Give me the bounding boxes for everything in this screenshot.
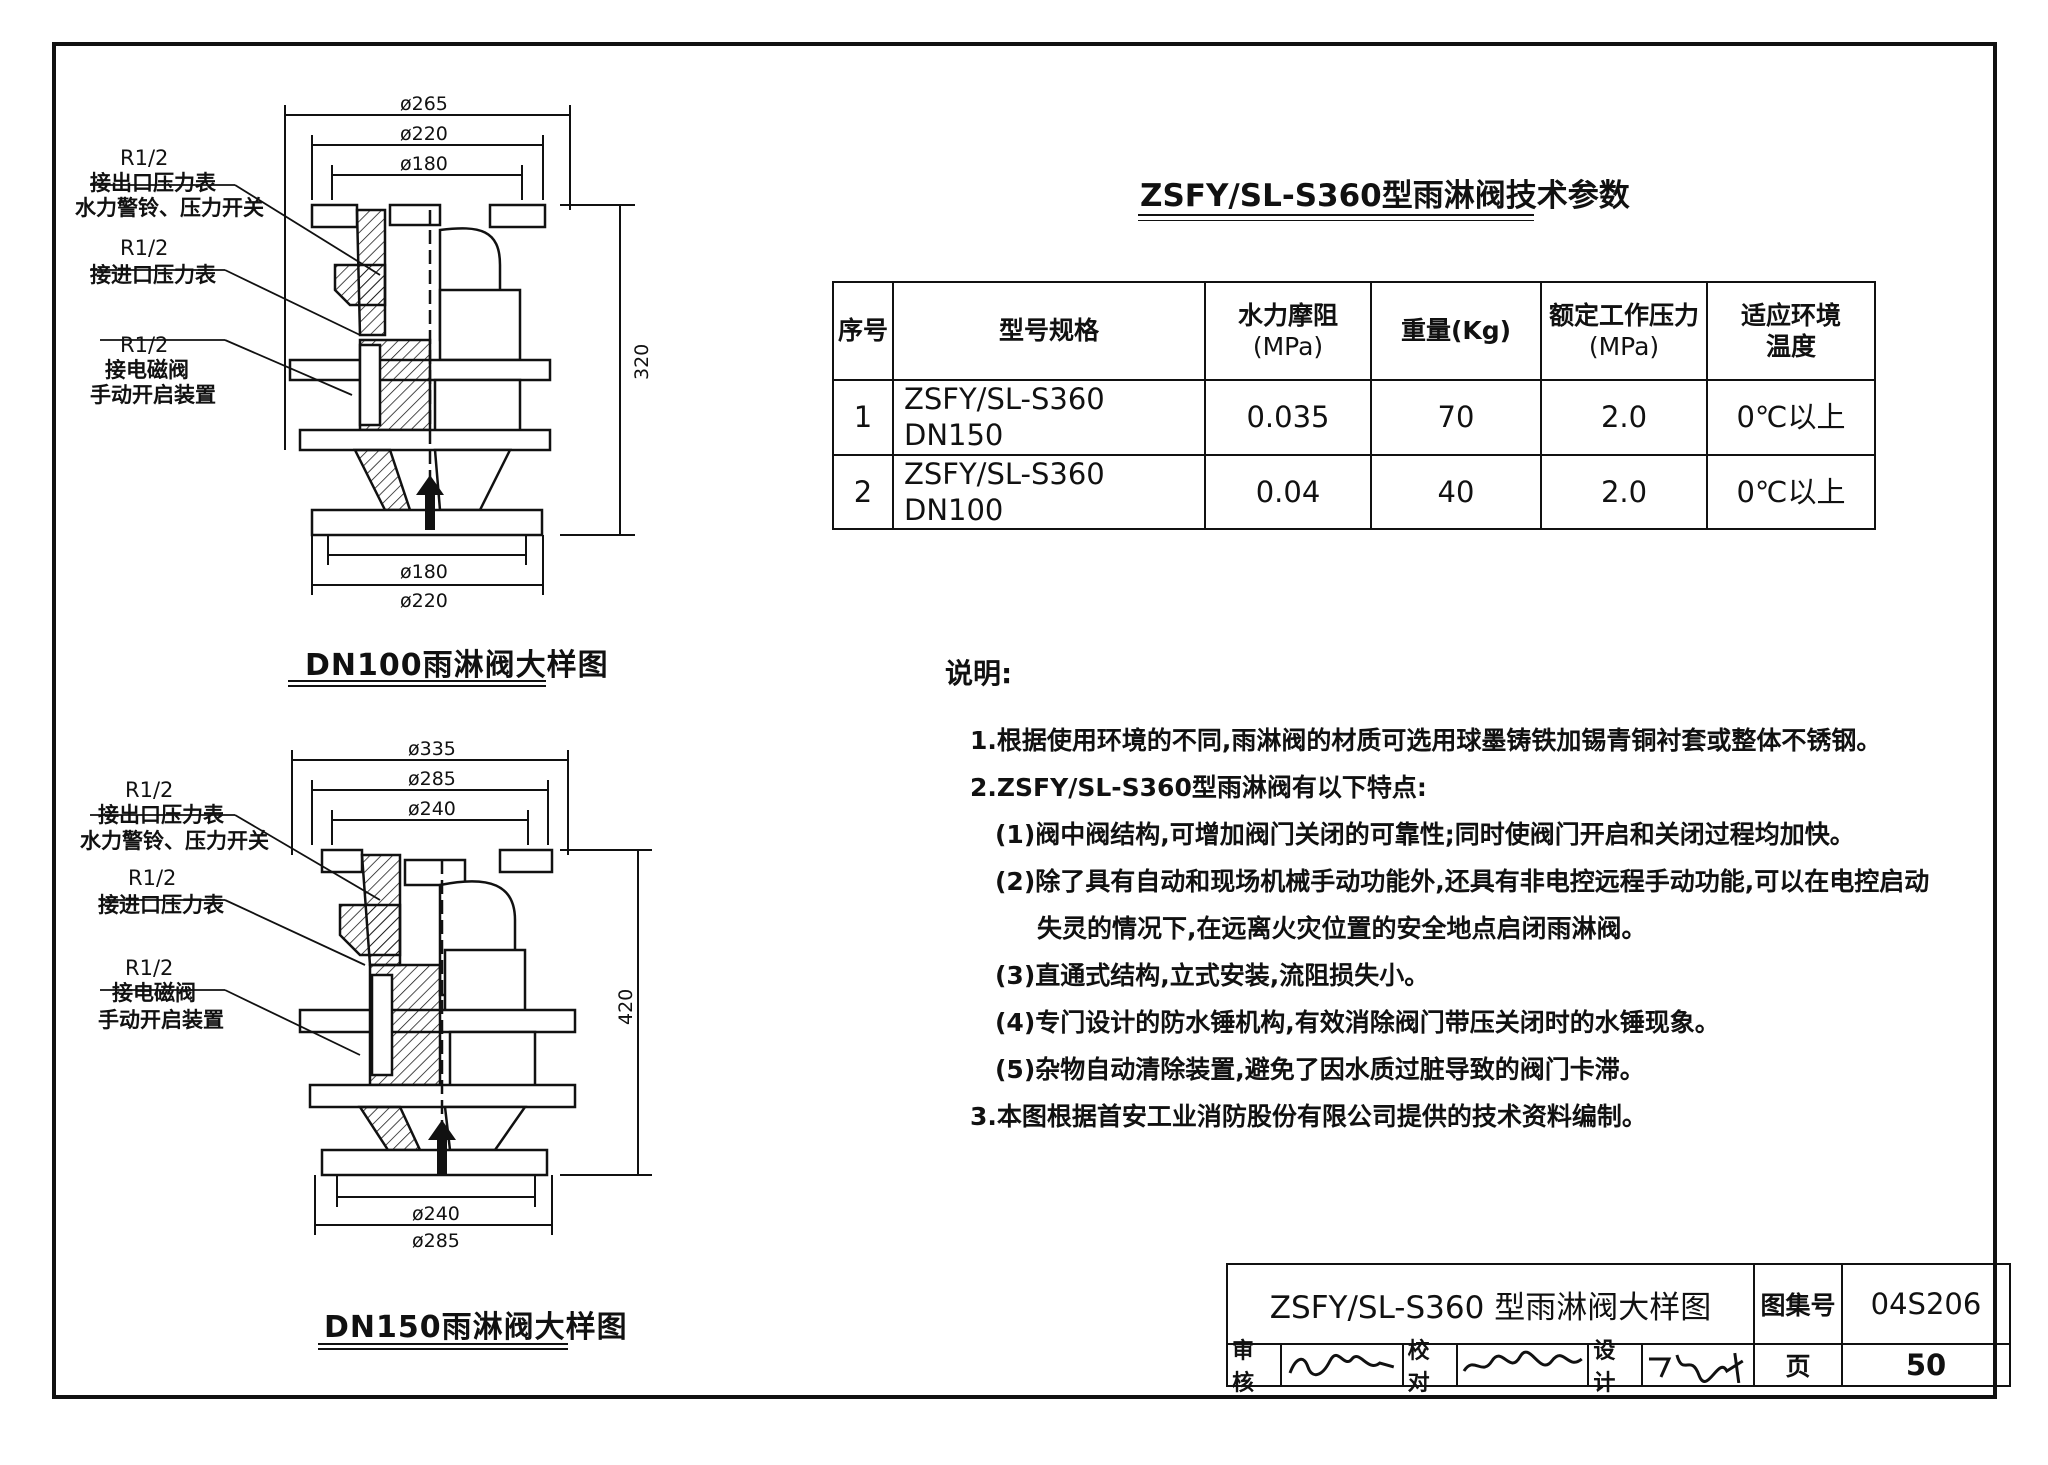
table-cell: 0℃以上 <box>1706 453 1876 530</box>
note-item: 失灵的情况下,在远离火灾位置的安全地点启闭雨淋阀。 <box>1037 914 1647 943</box>
table-cell: ZSFY/SL-S360 DN150 <box>892 379 1206 456</box>
dn150-label2-b: 接进口压力表 <box>98 893 225 917</box>
note-item: 3.本图根据首安工业消防股份有限公司提供的技术资料编制。 <box>970 1102 1647 1131</box>
header-no: 序号 <box>832 281 894 381</box>
header-temperature: 适应环境 温度 <box>1706 281 1876 381</box>
dn100-label3-b: 接电磁阀 <box>105 358 189 382</box>
dn150-dim-d1: ø335 <box>408 738 456 760</box>
table-cell: 2.0 <box>1540 453 1708 530</box>
table-cell: 40 <box>1370 453 1542 530</box>
header-pressure-line2: (MPa) <box>1588 332 1660 361</box>
dn150-dim-d2: ø285 <box>408 768 456 790</box>
dn150-label2-a: R1/2 <box>128 866 176 890</box>
dn150-label3-b: 接电磁阀 <box>112 981 196 1005</box>
dn100-label1-c: 水力警铃、压力开关 <box>75 196 264 220</box>
dn100-caption: DN100雨淋阀大样图 <box>305 648 609 683</box>
table-title: ZSFY/SL-S360型雨淋阀技术参数 <box>1140 178 1630 214</box>
table-cell: ZSFY/SL-S360 DN100 <box>892 453 1206 530</box>
note-item: (4)专门设计的防水锤机构,有效消除阀门带压关闭时的水锤现象。 <box>995 1008 1720 1037</box>
dn150-caption: DN150雨淋阀大样图 <box>324 1310 628 1345</box>
header-weight: 重量(Kg) <box>1370 281 1542 381</box>
dn100-label1-b: 接出口压力表 <box>90 171 217 195</box>
parameter-table: 序号 型号规格 水力摩阻 (MPa) 重量(Kg) 额定工作压力 (MPa) 适… <box>832 281 1876 530</box>
atlas-label: 图集号 <box>1753 1263 1843 1345</box>
table-cell: 0.04 <box>1204 453 1372 530</box>
table-title-rule-2 <box>1138 220 1534 221</box>
dn100-dim-b1: ø180 <box>400 561 448 583</box>
dn100-caption-rule <box>288 680 546 687</box>
table-cell: 70 <box>1370 379 1542 456</box>
table-cell: 1 <box>832 379 894 456</box>
table-cell: 2 <box>832 453 894 530</box>
dn100-label2-b: 接进口压力表 <box>90 263 217 287</box>
note-item: (5)杂物自动清除装置,避免了因水质过脏导致的阀门卡滞。 <box>995 1055 1645 1084</box>
dn100-label1-a: R1/2 <box>120 146 168 170</box>
dn150-dim-b1: ø240 <box>412 1203 460 1225</box>
header-friction: 水力摩阻 (MPa) <box>1204 281 1372 381</box>
dn150-dim-d3: ø240 <box>408 798 456 820</box>
dn150-dim-h: 420 <box>615 989 637 1025</box>
design-label: 设计 <box>1593 1339 1616 1396</box>
dn150-label1-c: 水力警铃、压力开关 <box>80 829 269 853</box>
note-item: (1)阀中阀结构,可增加阀门关闭的可靠性;同时使阀门开启和关闭过程均加快。 <box>995 820 1855 849</box>
dn100-dim-d3: ø180 <box>400 153 448 175</box>
page-number: 50 <box>1841 1343 2011 1387</box>
dn100-label2-a: R1/2 <box>120 236 168 260</box>
table-cell: 2.0 <box>1540 379 1708 456</box>
review-label: 审核 <box>1232 1339 1255 1396</box>
table-row: 1 ZSFY/SL-S360 DN150 0.035 70 2.0 0℃以上 <box>832 379 1876 456</box>
page-label: 页 <box>1753 1343 1843 1387</box>
dn150-label3-a: R1/2 <box>125 956 173 980</box>
dn100-dim-h: 320 <box>631 344 653 380</box>
header-friction-line1: 水力摩阻 <box>1237 300 1338 330</box>
table-title-rule <box>1138 214 1534 216</box>
designer-signature <box>1649 1352 1744 1383</box>
note-item: (3)直通式结构,立式安装,流阻损失小。 <box>995 961 1430 990</box>
note-item: (2)除了具有自动和现场机械手动功能外,还具有非电控远程手动功能,可以在电控启动 <box>995 867 1930 896</box>
dn150-caption-rule <box>318 1343 568 1350</box>
dn150-label3-c: 手动开启装置 <box>98 1008 224 1032</box>
notes-block: 说明: 1.根据使用环境的不同,雨淋阀的材质可选用球墨铸铁加锡青铜衬套或整体不锈… <box>945 650 1929 1140</box>
dn150-valve-drawing: ø335 ø285 ø240 ø240 ø285 420 R1/2 接出口压力表… <box>80 738 652 1252</box>
drawing-frame <box>52 42 1997 1399</box>
table-cell: 0.035 <box>1204 379 1372 456</box>
table-cell: 0℃以上 <box>1706 379 1876 456</box>
table-header-row: 序号 型号规格 水力摩阻 (MPa) 重量(Kg) 额定工作压力 (MPa) 适… <box>832 281 1876 381</box>
header-pressure: 额定工作压力 (MPa) <box>1540 281 1708 381</box>
dn100-label3-c: 手动开启装置 <box>90 383 216 407</box>
dn100-dim-d2: ø220 <box>400 123 448 145</box>
reviewer-signature <box>1288 1353 1395 1377</box>
atlas-number: 04S206 <box>1841 1263 2011 1345</box>
drawing-title: ZSFY/SL-S360 型雨淋阀大样图 <box>1226 1263 1755 1345</box>
header-temperature-line2: 温度 <box>1765 332 1816 361</box>
header-temperature-line1: 适应环境 <box>1740 300 1841 330</box>
checker-signature <box>1462 1350 1583 1372</box>
dn100-label3-a: R1/2 <box>120 333 168 357</box>
header-friction-line2: (MPa) <box>1252 332 1324 361</box>
dn150-label1-b: 接出口压力表 <box>98 803 225 827</box>
dn100-valve-drawing: ø265 ø220 ø180 ø180 ø220 320 R1/2 接出口压力表… <box>75 93 653 612</box>
note-item: 1.根据使用环境的不同,雨淋阀的材质可选用球墨铸铁加锡青铜衬套或整体不锈钢。 <box>970 726 1882 755</box>
header-model: 型号规格 <box>892 281 1206 381</box>
title-block: ZSFY/SL-S360 型雨淋阀大样图 图集号 04S206 审核 校对 设计… <box>1226 1263 2011 1396</box>
signature-row: 审核 校对 设计 <box>1226 1339 1755 1396</box>
header-pressure-line1: 额定工作压力 <box>1548 300 1699 330</box>
dn150-dim-b2: ø285 <box>412 1230 460 1252</box>
dn100-dim-b2: ø220 <box>400 590 448 612</box>
dn100-dim-d1: ø265 <box>400 93 448 115</box>
notes-heading: 说明: <box>945 657 1013 690</box>
dn150-label1-a: R1/2 <box>125 778 173 802</box>
note-item: 2.ZSFY/SL-S360型雨淋阀有以下特点: <box>970 773 1427 802</box>
table-row: 2 ZSFY/SL-S360 DN100 0.04 40 2.0 0℃以上 <box>832 453 1876 530</box>
check-label: 校对 <box>1407 1339 1430 1396</box>
